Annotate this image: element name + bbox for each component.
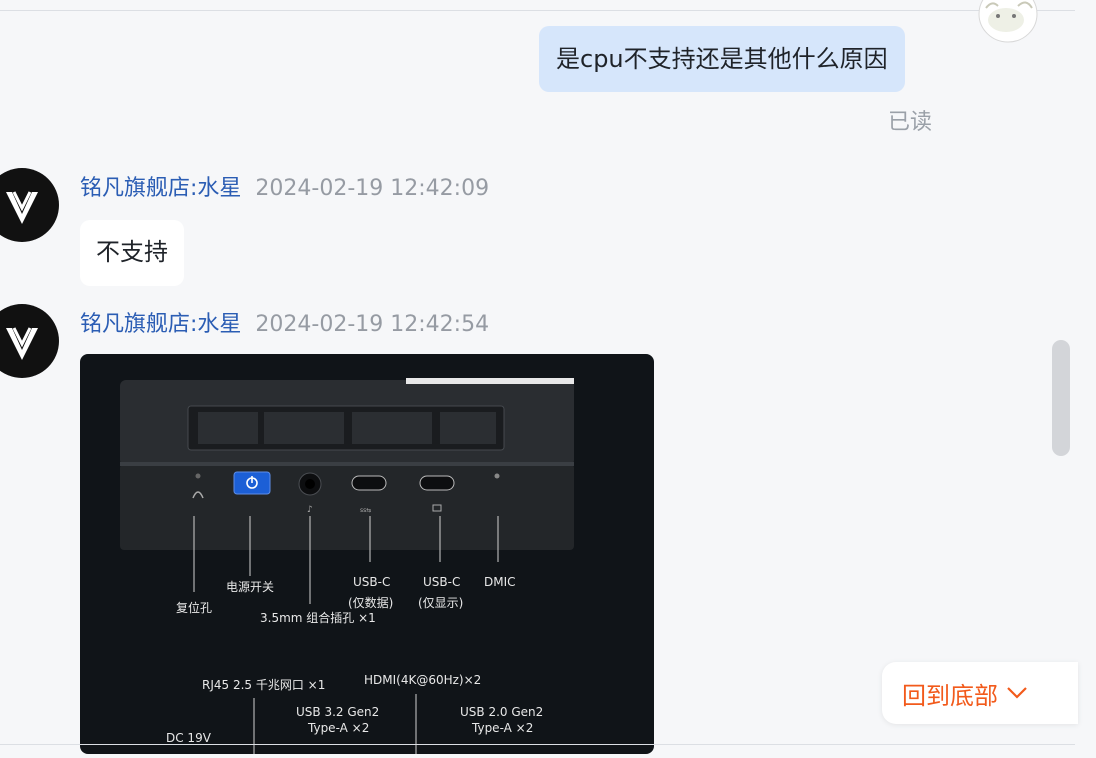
label-rj45: RJ45 2.5 千兆网口 ×1 xyxy=(202,678,325,692)
back-to-bottom-label: 回到底部 xyxy=(902,681,998,710)
message-header: 铭凡旗舰店:水星 2024-02-19 12:42:54 xyxy=(80,306,489,338)
sender-name[interactable]: 铭凡旗舰店:水星 xyxy=(80,312,242,337)
power-icon xyxy=(246,476,258,489)
svg-text:ss⇆: ss⇆ xyxy=(360,507,371,514)
message-header: 铭凡旗舰店:水星 2024-02-19 12:42:09 xyxy=(80,170,489,202)
sender-name[interactable]: 铭凡旗舰店:水星 xyxy=(80,176,242,201)
top-divider xyxy=(0,10,1075,11)
label-audio: 3.5mm 组合插孔 ×1 xyxy=(260,610,376,625)
message-time: 2024-02-19 12:42:09 xyxy=(255,176,490,201)
label-usb32: USB 3.2 Gen2 xyxy=(296,705,379,719)
label-dc: DC 19V xyxy=(166,731,212,745)
label-usbc1-sub: (仅数据) xyxy=(348,595,393,610)
label-usb20-sub: Type-A ×2 xyxy=(471,721,533,735)
shop-logo-icon[interactable] xyxy=(0,304,60,378)
user-avatar-icon[interactable] xyxy=(976,0,1040,46)
bottom-divider xyxy=(0,744,1075,745)
svg-text:♪: ♪ xyxy=(307,505,313,515)
label-usbc2-sub: (仅显示) xyxy=(418,596,463,610)
scrollbar-thumb[interactable] xyxy=(1052,340,1070,456)
label-dmic: DMIC xyxy=(484,575,516,589)
label-usb20: USB 2.0 Gen2 xyxy=(460,705,543,719)
back-to-bottom-button[interactable]: 回到底部 xyxy=(882,662,1078,724)
label-power: 电源开关 xyxy=(226,580,274,594)
label-hdmi: HDMI(4K@60Hz)×2 xyxy=(364,673,481,687)
shop-message-bubble[interactable]: 不支持 xyxy=(80,220,184,286)
label-usbc2: USB-C xyxy=(423,575,460,589)
label-usbc1: USB-C xyxy=(353,575,390,589)
my-message-bubble[interactable]: 是cpu不支持还是其他什么原因 xyxy=(539,26,905,92)
chevron-down-icon xyxy=(1006,686,1028,700)
read-status: 已读 xyxy=(888,110,933,135)
label-reset: 复位孔 xyxy=(176,600,212,615)
label-usb32-sub: Type-A ×2 xyxy=(307,721,369,735)
message-time: 2024-02-19 12:42:54 xyxy=(255,312,490,337)
shop-logo-icon[interactable] xyxy=(0,168,60,242)
product-image[interactable]: ♪ ss⇆ 复位孔 电源开关 3.5mm 组合插孔 ×1 USB-C (仅数据)… xyxy=(80,354,654,754)
